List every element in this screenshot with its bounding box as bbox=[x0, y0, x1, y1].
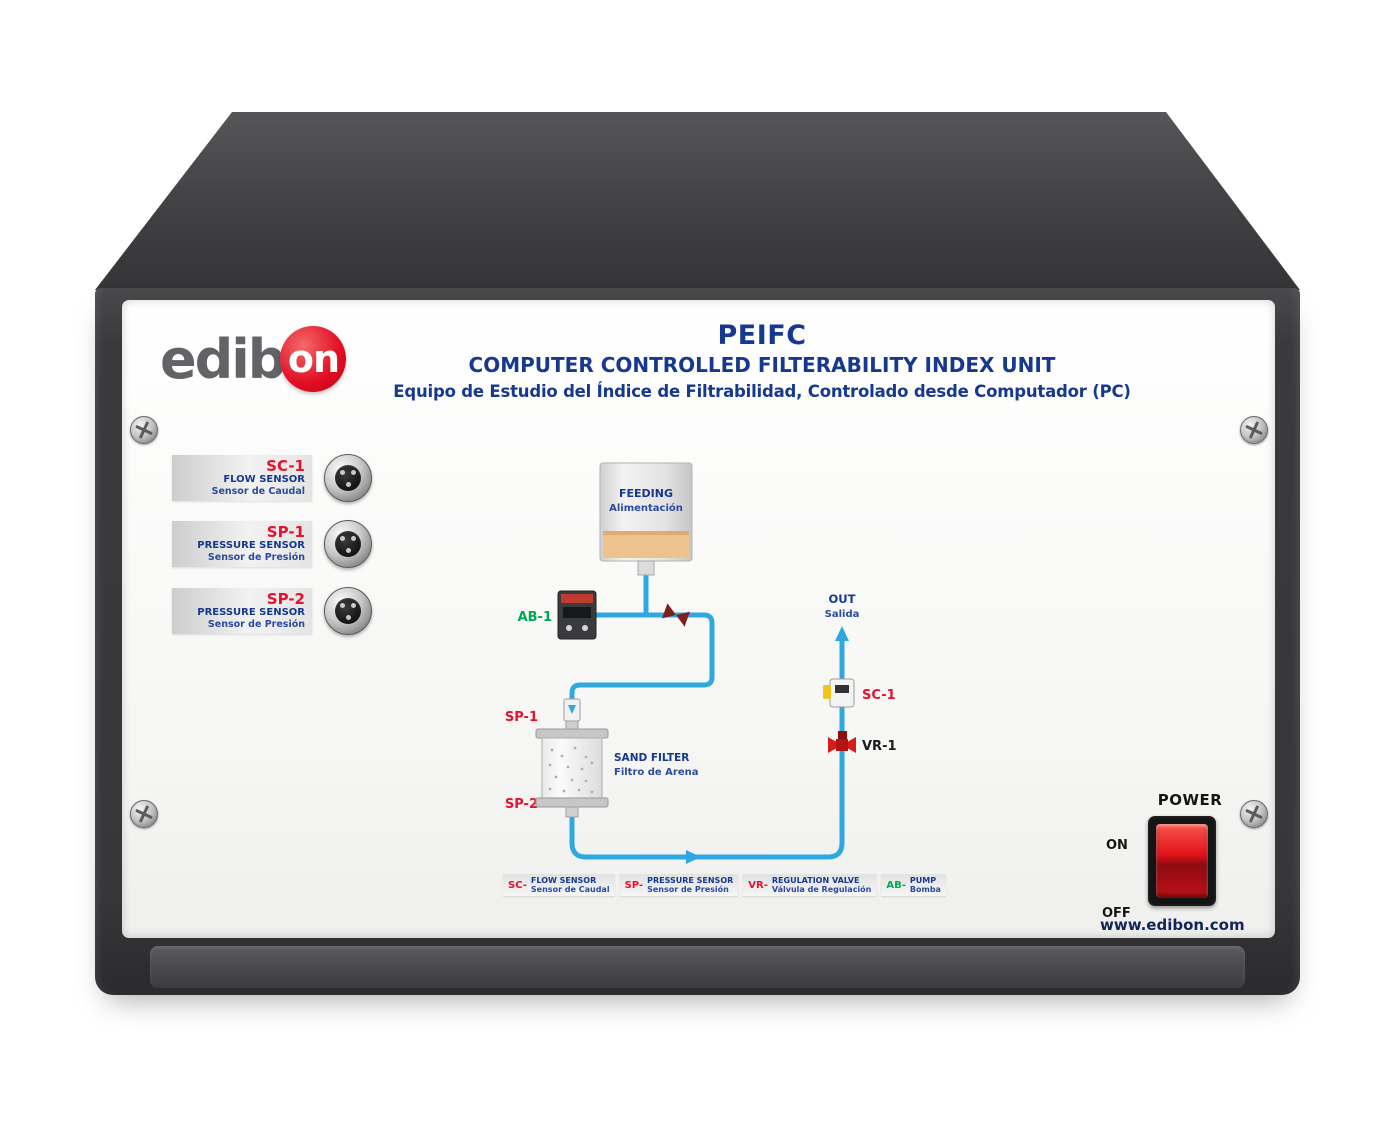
legend-label-es: Sensor de Presión bbox=[647, 885, 729, 894]
title-spanish: Equipo de Estudio del Índice de Filtrabi… bbox=[393, 382, 1131, 401]
check-valve-icon bbox=[661, 603, 691, 627]
connector-label-en: FLOW SENSOR bbox=[223, 474, 305, 485]
power-on-label: ON bbox=[1106, 838, 1128, 853]
logo-text-prefix: edib bbox=[160, 327, 286, 391]
screw-icon bbox=[130, 416, 158, 444]
pipe-filter-to-out bbox=[569, 636, 845, 860]
connector-socket bbox=[324, 587, 372, 635]
sand-dots bbox=[548, 746, 594, 794]
legend-label-es: Válvula de Regulación bbox=[771, 885, 872, 894]
logo-red-circle: on bbox=[280, 326, 347, 392]
front-panel bbox=[122, 300, 1275, 938]
connector-code: SP-1 bbox=[266, 523, 305, 541]
socket-pins bbox=[335, 465, 361, 491]
connector-socket bbox=[324, 454, 372, 502]
connector-label-es: Sensor de Presión bbox=[207, 619, 305, 630]
connector-label-es: Sensor de Presión bbox=[207, 552, 305, 563]
connector-group-sp1: SP-1 PRESSURE SENSOR Sensor de Presión bbox=[172, 520, 372, 568]
connector-code: SP-2 bbox=[266, 590, 305, 608]
legend-item-ab: AB- PUMP Bomba bbox=[881, 874, 946, 896]
connector-label-plate: SP-2 PRESSURE SENSOR Sensor de Presión bbox=[172, 588, 312, 634]
sand-filter-label-en: SAND FILTER bbox=[614, 752, 689, 764]
vr1-label: VR-1 bbox=[862, 739, 897, 754]
out-label-en: OUT bbox=[829, 592, 856, 606]
website-url: www.edibon.com bbox=[1100, 916, 1245, 934]
out-label-es: Salida bbox=[825, 609, 860, 620]
connector-code: SC-1 bbox=[266, 457, 305, 475]
connector-group-sp2: SP-2 PRESSURE SENSOR Sensor de Presión bbox=[172, 587, 372, 635]
legend-label-es: Bomba bbox=[909, 885, 941, 894]
diagram-legend: SC- FLOW SENSOR Sensor de Caudal SP- PRE… bbox=[503, 874, 946, 896]
cabinet-bottom-recess bbox=[150, 946, 1245, 988]
power-switch-bezel bbox=[1148, 816, 1216, 906]
pipe-pump-to-filter bbox=[569, 612, 715, 732]
screw-icon bbox=[1240, 416, 1268, 444]
legend-label-en: REGULATION VALVE bbox=[771, 876, 860, 885]
socket-pins bbox=[335, 531, 361, 557]
screw-icon bbox=[1240, 800, 1268, 828]
legend-code: SC- bbox=[508, 879, 527, 891]
legend-label-en: PUMP bbox=[909, 876, 937, 885]
legend-label-es: Sensor de Caudal bbox=[530, 885, 610, 894]
flow-arrow-right-icon bbox=[686, 850, 701, 864]
feeding-label-es: Alimentación bbox=[609, 502, 683, 514]
power-rocker-switch[interactable] bbox=[1156, 824, 1208, 898]
flow-arrow-up-icon bbox=[835, 626, 849, 641]
legend-label-en: FLOW SENSOR bbox=[530, 876, 597, 885]
legend-code: AB- bbox=[886, 879, 906, 891]
screw-icon bbox=[130, 800, 158, 828]
panel-title-block: PEIFC COMPUTER CONTROLLED FILTERABILITY … bbox=[382, 320, 1142, 401]
title-english: COMPUTER CONTROLLED FILTERABILITY INDEX … bbox=[468, 353, 1056, 377]
regulation-valve-icon bbox=[828, 731, 856, 753]
pipe-network bbox=[569, 572, 845, 860]
sp1-label: SP-1 bbox=[505, 710, 538, 725]
sc1-label: SC-1 bbox=[862, 688, 896, 703]
logo-text-suffix: on bbox=[287, 337, 340, 381]
connector-label-en: PRESSURE SENSOR bbox=[197, 607, 305, 618]
legend-item-vr: VR- REGULATION VALVE Válvula de Regulaci… bbox=[743, 874, 877, 896]
sp2-label: SP-2 bbox=[505, 797, 538, 812]
flow-indicator-icon bbox=[563, 698, 581, 722]
sand-filter-icon bbox=[535, 720, 609, 818]
legend-code: VR- bbox=[748, 879, 768, 891]
feeding-tank-icon bbox=[599, 462, 693, 576]
edibon-logo: edib on bbox=[160, 326, 347, 392]
connector-socket bbox=[324, 520, 372, 568]
connector-label-plate: SP-1 PRESSURE SENSOR Sensor de Presión bbox=[172, 521, 312, 567]
legend-item-sp: SP- PRESSURE SENSOR Sensor de Presión bbox=[619, 874, 739, 896]
connector-label-plate: SC-1 FLOW SENSOR Sensor de Caudal bbox=[172, 455, 312, 501]
pump-label: AB-1 bbox=[518, 610, 552, 625]
power-label: POWER bbox=[1157, 791, 1223, 809]
connector-group-sc1: SC-1 FLOW SENSOR Sensor de Caudal bbox=[172, 454, 372, 502]
legend-code: SP- bbox=[624, 879, 644, 891]
feeding-label-en: FEEDING bbox=[619, 487, 673, 500]
connector-label-en: PRESSURE SENSOR bbox=[197, 540, 305, 551]
pump-icon bbox=[557, 590, 597, 640]
power-off-label: OFF bbox=[1102, 906, 1131, 921]
legend-item-sc: SC- FLOW SENSOR Sensor de Caudal bbox=[503, 874, 615, 896]
connector-label-es: Sensor de Caudal bbox=[211, 486, 305, 497]
cabinet-top-face bbox=[95, 112, 1300, 290]
process-diagram: FEEDING Alimentación AB-1 SP-1 SP-2 bbox=[505, 462, 897, 864]
flow-sensor-icon bbox=[823, 678, 855, 708]
model-code: PEIFC bbox=[717, 320, 807, 351]
socket-pins bbox=[335, 598, 361, 624]
legend-label-en: PRESSURE SENSOR bbox=[647, 876, 734, 885]
sand-filter-label-es: Filtro de Arena bbox=[614, 767, 699, 778]
